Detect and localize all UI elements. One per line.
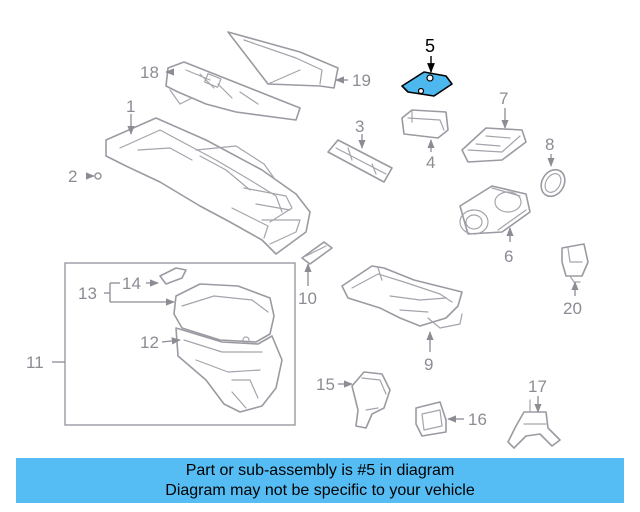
callout-1: 1 [126, 97, 135, 116]
callout-5-highlighted: 5 [425, 36, 435, 56]
callout-9: 9 [424, 355, 433, 374]
part-12-armrest [173, 283, 283, 413]
callout-8: 8 [545, 135, 554, 154]
part-5-console-pad-highlighted [401, 71, 453, 97]
callout-16: 16 [468, 410, 487, 429]
banner-line-disclaimer: Diagram may not be specific to your vehi… [165, 482, 475, 499]
part-10-bracket [301, 241, 333, 265]
part-18-bracket [165, 61, 301, 121]
callout-17: 17 [528, 377, 547, 396]
callout-19: 19 [352, 71, 371, 90]
part-2-screw [94, 172, 102, 180]
part-3-rail [327, 139, 393, 183]
part-6-cup-holder [459, 185, 531, 235]
part-14-pad [159, 267, 187, 285]
callout-13: 13 [78, 284, 97, 303]
sub-assembly-box-11 [64, 262, 296, 426]
part-20-switch [561, 243, 589, 283]
part-15-cover [351, 371, 391, 429]
part-1-center-console [105, 117, 311, 255]
callout-7: 7 [499, 89, 508, 108]
callout-18: 18 [140, 63, 159, 82]
part-4-tray [401, 109, 449, 139]
callout-20: 20 [563, 299, 582, 318]
callout-10: 10 [298, 289, 317, 308]
banner-line-part-number: Part or sub-assembly is #5 in diagram [185, 462, 455, 479]
callout-12: 12 [140, 333, 159, 352]
callout-14: 14 [122, 274, 141, 293]
callout-11: 11 [26, 353, 44, 372]
part-16-box [415, 401, 447, 437]
part-9-base-bracket [341, 265, 463, 329]
info-banner: Part or sub-assembly is #5 in diagram Di… [16, 458, 624, 503]
callout-6: 6 [504, 247, 513, 266]
callout-15: 15 [316, 375, 335, 394]
callout-2: 2 [68, 167, 77, 186]
callout-4: 4 [426, 153, 435, 172]
part-7-cup-holder-insert [461, 127, 527, 163]
part-19-trim-panel [227, 31, 339, 89]
part-17-bracket [507, 399, 561, 449]
part-8-cap [540, 168, 566, 198]
callout-3: 3 [355, 117, 364, 136]
